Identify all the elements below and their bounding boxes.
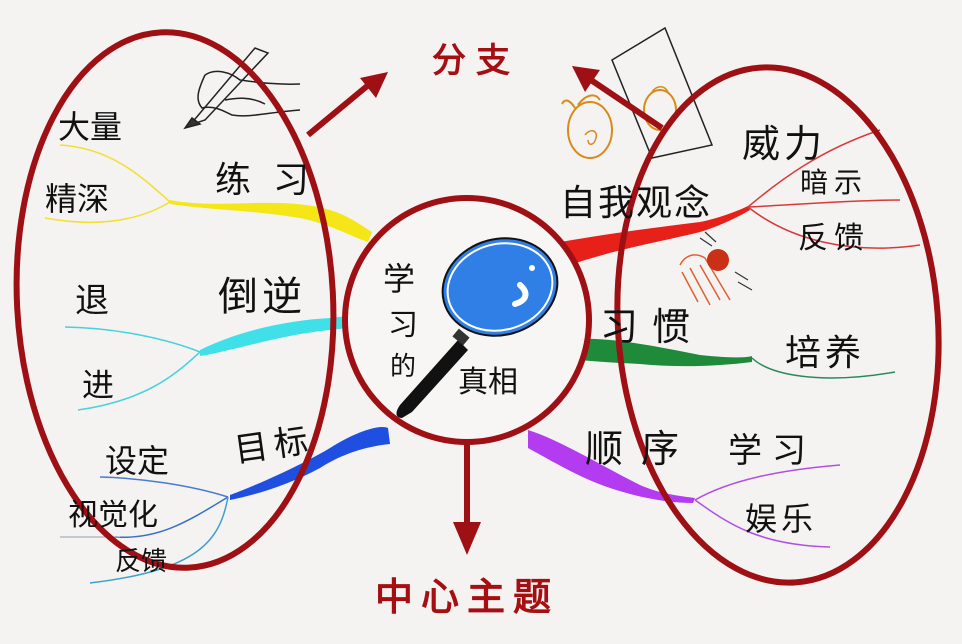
branch-label-reverse: 倒逆 — [218, 274, 306, 320]
center-text-char-1: 学 — [383, 260, 415, 298]
sub-label-cultivate: 培养 — [785, 333, 865, 374]
branch-label-practice: 练习 — [215, 160, 331, 201]
sub-label-power: 威力 — [742, 122, 826, 166]
sub-label-study: 学习 — [728, 431, 816, 471]
branch-label-self-concept: 自我观念 — [560, 183, 712, 224]
center-text-char-2: 习 — [388, 308, 418, 343]
central-node: 学 习 的 真相 — [342, 195, 592, 445]
sub-label-set: 设定 — [105, 442, 169, 480]
center-text-char-3: 的 — [390, 352, 416, 382]
branch-order — [528, 430, 841, 548]
sub-label-entertainment: 娱乐 — [745, 500, 817, 538]
sub-label-feedback-right: 反馈 — [798, 221, 870, 256]
branch-habit — [560, 338, 896, 379]
hand-writing-pen-icon — [183, 47, 301, 130]
branch-reverse — [64, 313, 372, 411]
hand-throwing-ball-icon — [679, 231, 753, 306]
sub-label-large-amount: 大量 — [58, 108, 122, 146]
branch-label-habit: 习惯 — [600, 305, 704, 349]
branch-caption: 分支 — [432, 41, 520, 81]
left-branches-ellipse — [13, 29, 337, 571]
central-topic-caption: 中心主题 — [375, 575, 559, 619]
arrow-to-branch-label-left — [306, 72, 388, 138]
face-in-mirror-icon — [561, 26, 714, 159]
arrow-to-central-topic — [453, 438, 481, 555]
sub-label-feedback-left: 反馈 — [115, 547, 167, 577]
right-branches-ellipse — [614, 64, 942, 586]
arrow-to-branch-label-right — [572, 66, 664, 131]
magnifying-glass-icon — [396, 237, 559, 418]
sub-label-hint: 暗示 — [800, 166, 868, 199]
branch-label-order: 顺序 — [585, 427, 697, 471]
branch-self-concept — [555, 129, 921, 268]
sub-label-forward: 进 — [82, 366, 114, 404]
sub-label-deep: 精深 — [45, 180, 109, 218]
sub-label-visualize: 视觉化 — [68, 498, 158, 533]
center-text-truth: 真相 — [458, 365, 518, 400]
sub-label-back: 退 — [75, 281, 109, 321]
